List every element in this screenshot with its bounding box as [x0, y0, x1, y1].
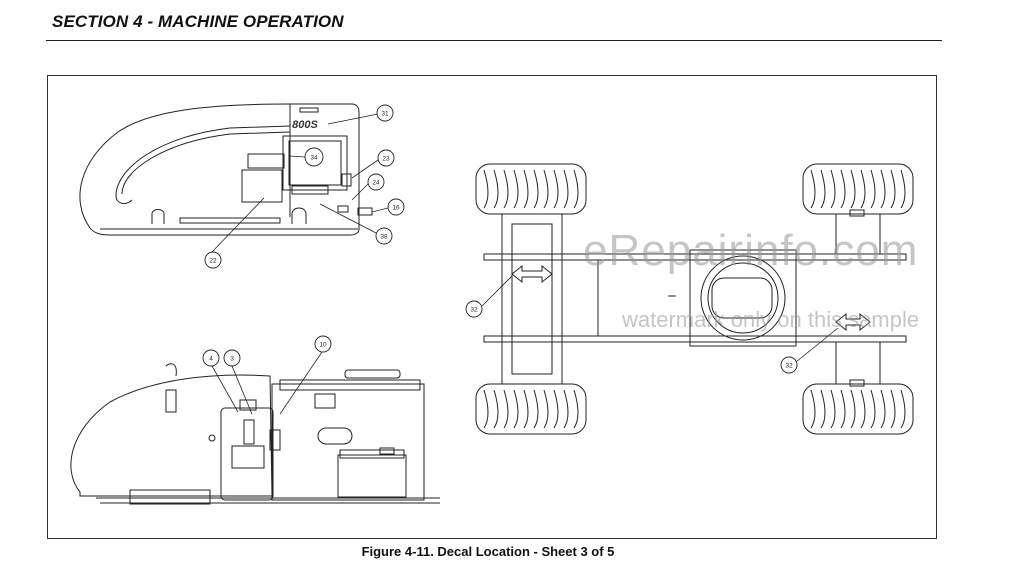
callout-label-10: 10	[319, 342, 327, 349]
watermark-sub: watermark only on this sample	[622, 307, 920, 332]
header-rule	[46, 40, 942, 41]
callout-label-32b: 32	[785, 363, 793, 370]
figure-frame	[47, 75, 937, 539]
chassis-detail-drawing	[70, 363, 440, 505]
callout-32b	[780, 356, 798, 374]
callout-4	[202, 349, 220, 367]
decal-location-drawing: 31 34 23 24 16 38 22 4 3 10 32 32 800S	[70, 103, 914, 505]
callout-balloons	[202, 104, 798, 374]
model-label: 800S	[292, 119, 318, 131]
callout-16	[387, 198, 405, 216]
section-title: SECTION 4 - MACHINE OPERATION	[52, 12, 344, 31]
wheel-front-left	[475, 163, 587, 215]
callout-label-24: 24	[372, 180, 380, 187]
callout-label-22: 22	[209, 258, 217, 265]
figure-caption: Figure 4-11. Decal Location - Sheet 3 of…	[361, 544, 615, 559]
callout-31	[376, 104, 394, 122]
side-view-drawing	[79, 103, 373, 236]
callout-label-38: 38	[380, 234, 388, 241]
top-view-drawing	[475, 163, 914, 435]
leader-lines	[211, 113, 839, 415]
callout-label-3: 3	[230, 356, 234, 363]
wheel-front-right	[802, 163, 914, 215]
callout-label-4: 4	[209, 356, 213, 363]
callout-24	[367, 173, 385, 191]
wheel-rear-right	[802, 383, 914, 435]
callout-23	[377, 149, 395, 167]
callout-32a	[465, 300, 483, 318]
callout-10	[314, 335, 332, 353]
callout-label-34: 34	[310, 155, 318, 162]
callout-3	[223, 349, 241, 367]
callout-label-16: 16	[392, 205, 400, 212]
watermark-main: eRepairinfo.com	[583, 226, 919, 275]
wheel-rear-left	[475, 383, 587, 435]
callout-22	[204, 251, 222, 269]
callout-label-32a: 32	[470, 307, 478, 314]
callout-labels: 31 34 23 24 16 38 22 4 3 10 32 32	[209, 111, 793, 370]
callout-34	[304, 147, 324, 167]
callout-38	[375, 227, 393, 245]
callout-label-23: 23	[382, 156, 390, 163]
callout-label-31: 31	[381, 111, 389, 118]
